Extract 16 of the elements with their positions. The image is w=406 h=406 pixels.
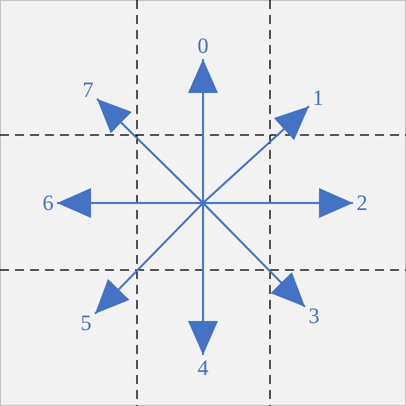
arrow: [94, 202, 204, 314]
direction-number: 1: [309, 85, 327, 111]
direction-number: 0: [194, 33, 212, 59]
arrow: [202, 105, 310, 204]
arrow: [188, 59, 218, 203]
direction-number: 6: [39, 190, 57, 216]
arrow: [203, 188, 353, 218]
arrow: [188, 203, 218, 355]
direction-number: 5: [77, 310, 95, 336]
direction-number: 3: [305, 303, 323, 329]
arrow: [202, 202, 306, 308]
direction-number: 4: [194, 355, 212, 381]
direction-number: 7: [79, 77, 97, 103]
arrow: [57, 188, 203, 218]
direction-number: 2: [353, 190, 371, 216]
arrow: [96, 98, 204, 204]
